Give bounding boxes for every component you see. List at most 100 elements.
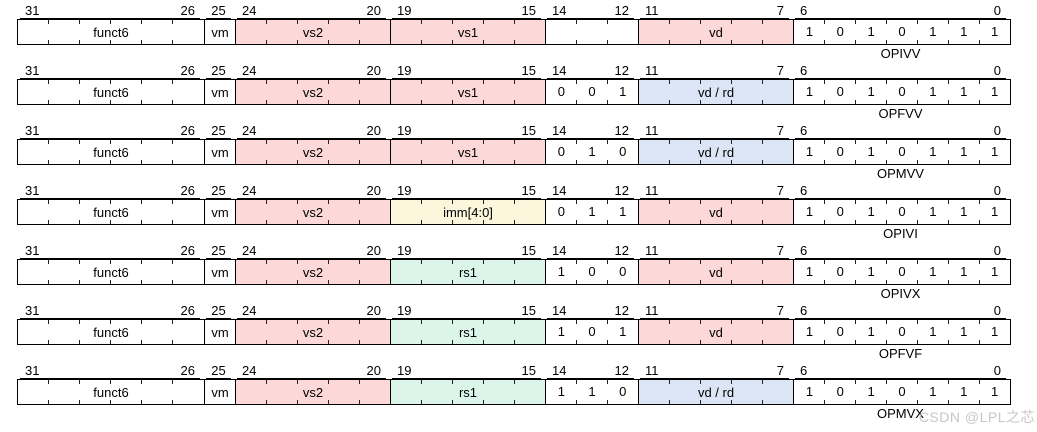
bit-index-high: 24 xyxy=(242,363,257,378)
field-label: vm xyxy=(211,204,229,220)
field-label: vs1 xyxy=(457,84,479,100)
field-vm: vm xyxy=(204,380,235,404)
bit-tick xyxy=(172,80,173,84)
bit-tick xyxy=(172,200,173,204)
bit-tick xyxy=(514,220,515,224)
bit-tick xyxy=(886,340,887,344)
bit-tick xyxy=(110,400,111,404)
bit-tick xyxy=(731,200,732,204)
field-funct6: funct6 xyxy=(18,20,204,44)
bit-digit: 0 xyxy=(588,264,596,279)
bit-tick xyxy=(917,400,918,404)
bit-tick xyxy=(110,280,111,284)
bit-tick xyxy=(607,200,608,204)
bit-tick xyxy=(297,100,298,104)
bit-tick xyxy=(886,320,887,324)
bit-tick xyxy=(917,160,918,164)
bit-tick xyxy=(514,160,515,164)
bit-tick xyxy=(576,260,577,264)
bit-tick xyxy=(359,280,360,284)
bit-index-high: 6 xyxy=(800,303,808,318)
format-name-label: OPMVV xyxy=(877,166,924,181)
bit-digit: 1 xyxy=(990,324,999,339)
field-vm: vm xyxy=(204,80,235,104)
bit-tick xyxy=(266,320,267,324)
bit-tick xyxy=(855,280,856,284)
bit-tick xyxy=(79,320,80,324)
bit-index-high: 19 xyxy=(397,123,412,138)
bit-tick xyxy=(172,220,173,224)
bit-tick xyxy=(731,80,732,84)
bit-tick xyxy=(359,200,360,204)
bit-index-low: 26 xyxy=(180,303,195,318)
bit-tick xyxy=(328,280,329,284)
bit-tick xyxy=(855,340,856,344)
bit-tick xyxy=(948,40,949,44)
bit-digit: 1 xyxy=(588,144,596,159)
bit-tick xyxy=(917,40,918,44)
bit-tick xyxy=(700,80,701,84)
bit-index-high: 14 xyxy=(552,243,567,258)
bit-index-low: 7 xyxy=(776,123,784,138)
bit-index-underline: 25 xyxy=(206,363,231,379)
bit-index-high: 31 xyxy=(25,243,40,258)
bit-tick xyxy=(669,340,670,344)
bit-tick xyxy=(483,220,484,224)
bit-tick xyxy=(110,40,111,44)
field-label: vs2 xyxy=(302,144,324,160)
bit-index-high: 24 xyxy=(242,243,257,258)
bit-tick xyxy=(266,280,267,284)
bit-tick xyxy=(731,20,732,24)
bit-tick xyxy=(979,280,980,284)
bit-tick xyxy=(762,380,763,384)
bit-digit: 1 xyxy=(805,144,814,159)
bit-tick xyxy=(452,200,453,204)
bit-tick xyxy=(576,200,577,204)
field-label: vm xyxy=(211,384,229,400)
bit-index-high: 31 xyxy=(25,3,40,18)
bit-digit: 1 xyxy=(805,324,814,339)
field-vd: vd xyxy=(638,20,793,44)
bit-index-low: 20 xyxy=(366,63,381,78)
bit-index-low: 26 xyxy=(180,123,195,138)
bit-index-underline: 25 xyxy=(206,63,231,79)
bit-tick xyxy=(607,160,608,164)
bit-tick xyxy=(141,260,142,264)
bit-tick xyxy=(359,80,360,84)
bit-tick xyxy=(824,340,825,344)
bit-tick xyxy=(452,400,453,404)
bit-index-high: 31 xyxy=(25,123,40,138)
field-label: vd / rd xyxy=(697,384,735,400)
bit-tick xyxy=(886,220,887,224)
bit-tick xyxy=(48,200,49,204)
field-label: funct6 xyxy=(93,204,129,220)
bit-digit: 0 xyxy=(898,204,906,219)
bit-tick xyxy=(917,20,918,24)
field-vs2: vs2 xyxy=(235,140,390,164)
bit-tick xyxy=(700,340,701,344)
bit-tick xyxy=(514,380,515,384)
bit-tick xyxy=(824,40,825,44)
field-label: rs1 xyxy=(458,264,478,280)
bit-tick xyxy=(48,100,49,104)
bit-tick xyxy=(514,280,515,284)
bit-tick xyxy=(141,140,142,144)
bit-index-high: 14 xyxy=(552,3,567,18)
bit-tick xyxy=(948,260,949,264)
bit-index-low: 7 xyxy=(776,183,784,198)
